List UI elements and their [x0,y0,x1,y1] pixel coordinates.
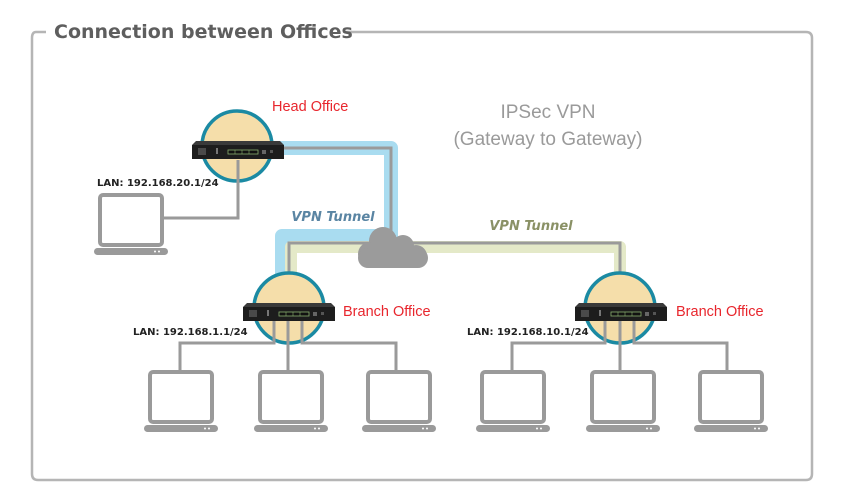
laptop-icon[interactable] [252,370,330,434]
laptop-icon[interactable] [474,370,552,434]
laptop-icon[interactable] [92,193,170,257]
router-icon [574,302,668,322]
diagram-title: Connection between Offices [54,21,353,43]
lan-wires-branch-2 [510,321,729,372]
laptop-icon[interactable] [360,370,438,434]
laptop-icon[interactable] [584,370,662,434]
heading-line-1: IPSec VPN [500,102,595,123]
vpn-tunnel-olive [285,241,626,290]
heading-line-2: (Gateway to Gateway) [453,129,642,150]
branch-office-2-label: Branch Office [676,304,764,320]
lan-wires-branch-1 [178,321,398,372]
branch-office-1-lan-label: LAN: 192.168.1.1/24 [133,327,248,338]
laptop-icon[interactable] [142,370,220,434]
branch-office-1-label: Branch Office [343,304,431,320]
diagram-frame [30,30,814,482]
router-icon [242,302,336,322]
router-icon [191,140,285,160]
branch-office-2-lan-label: LAN: 192.168.10.1/24 [467,327,589,338]
vpn-tunnel-label-2: VPN Tunnel [489,219,573,234]
head-office-lan-label: LAN: 192.168.20.1/24 [97,178,219,189]
head-office-label: Head Office [272,99,348,115]
vpn-tunnel-label-1: VPN Tunnel [291,210,375,225]
cloud-icon [358,227,428,268]
lan-wire [162,160,240,220]
laptop-icon[interactable] [692,370,770,434]
